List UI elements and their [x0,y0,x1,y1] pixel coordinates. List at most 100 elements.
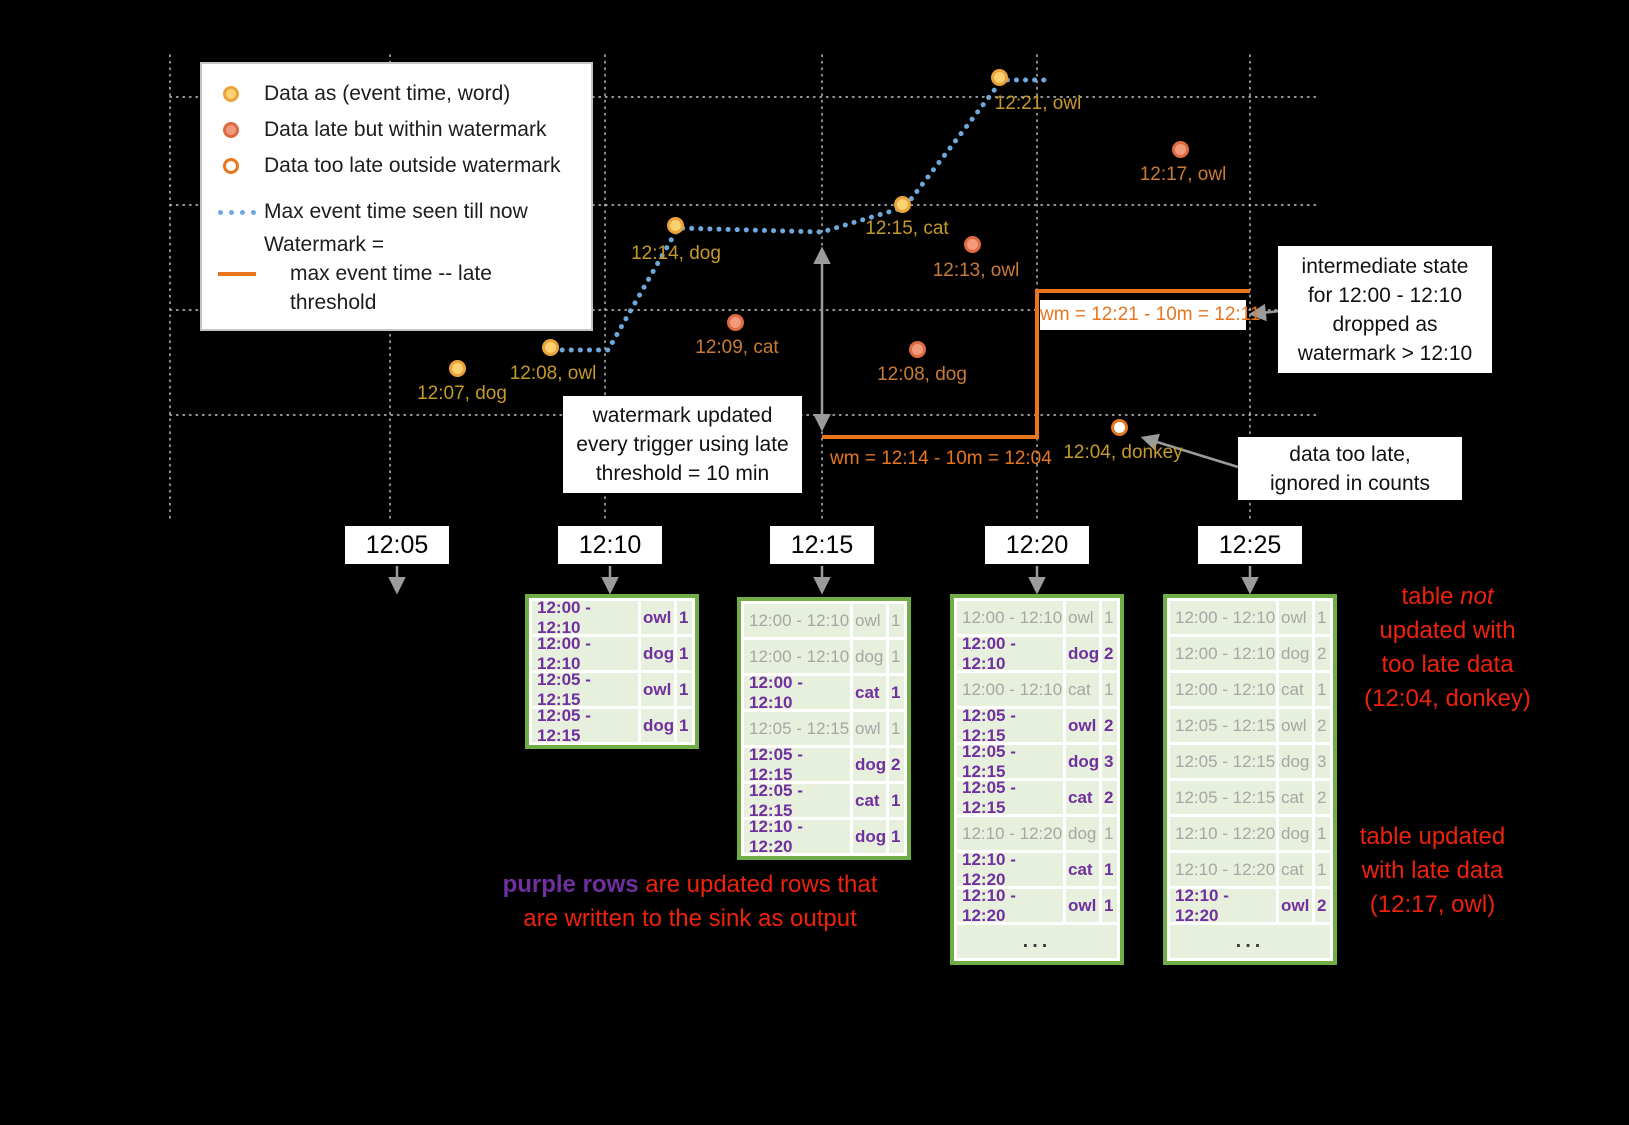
cell-word: dog [1066,637,1099,670]
callout-line: intermediate state [1301,254,1469,278]
cell-count: 1 [677,673,692,706]
cell-window: 12:00 - 12:10 [532,634,638,673]
note-text: (12:17, owl) [1369,891,1496,918]
legend-item-label: max event time -- late threshold [290,262,492,314]
data-point-label: 12:08, owl [509,363,597,384]
cell-word: cat [853,676,886,709]
cell-count: 1 [1315,673,1330,706]
legend-item-label: Data too late outside watermark [264,154,561,177]
cell-count: 2 [1315,709,1330,742]
cell-word: dog [641,709,674,742]
cell-word: cat [1279,781,1312,814]
data-point-label: 12:21, owl [994,93,1082,114]
legend-item-label: Data as (event time, word) [264,82,511,105]
note-text: with late data [1361,857,1504,884]
data-point-12-04-donkey [1111,419,1128,436]
trigger-time-12-25: 12:25 [1198,526,1302,564]
cell-word: dog [1279,817,1312,850]
cell-count: 2 [1315,637,1330,670]
cell-window: 12:10 - 12:20 [957,817,1063,850]
cell-count: 2 [1102,709,1117,742]
legend-item-late: Data late but within watermark [218,112,583,148]
cell-window: 12:00 - 12:10 [1170,637,1276,670]
legend-item-on-time: Data as (event time, word) [218,76,583,112]
cell-word: dog [1066,745,1099,778]
callout-line: data too late, [1289,442,1411,466]
cell-window: 12:10 - 12:20 [1170,886,1276,925]
cell-word: cat [1279,853,1312,886]
cell-word: cat [1066,673,1099,706]
more-rows-indicator: ... [1170,925,1330,958]
callout-line: threshold = 10 min [595,462,770,485]
table-updated-note: table updated with late data (12:17, owl… [1340,820,1525,922]
watermark-line-icon [218,271,264,276]
data-point-label: 12:14, dog [631,243,721,264]
on-time-point-icon [218,86,264,102]
table-not-updated-note: table not updated with too late data (12… [1340,580,1555,716]
cell-word: cat [1066,781,1099,814]
cell-word: dog [641,637,674,670]
data-point-12-15-cat [894,196,911,213]
cell-count: 1 [889,820,904,853]
cell-window: 12:05 - 12:15 [957,706,1063,745]
note-text: too late data [1381,651,1514,678]
cell-window: 12:00 - 12:10 [957,601,1063,634]
cell-count: 2 [1102,781,1117,814]
cell-word: owl [1066,601,1099,634]
cell-count: 1 [1102,889,1117,922]
purple-rows-highlight: purple rows [502,871,639,898]
trigger-time-12-10: 12:10 [558,526,662,564]
cell-window: 12:10 - 12:20 [744,817,850,856]
data-point-12-09-cat [727,314,744,331]
cell-window: 12:05 - 12:15 [1170,709,1276,742]
data-point-label: 12:04, donkey [1063,442,1183,463]
cell-window: 12:00 - 12:10 [957,634,1063,673]
cell-window: 12:10 - 12:20 [1170,817,1276,850]
cell-window: 12:00 - 12:10 [744,604,850,637]
callout-line: watermark > 12:10 [1297,341,1473,365]
legend-item-too-late: Data too late outside watermark [218,148,583,184]
data-point-label: 12:09, cat [695,337,779,358]
cell-count: 2 [1315,889,1330,922]
max-event-time-line-icon [218,209,264,215]
note-text: are updated rows that [638,871,878,898]
cell-word: dog [853,820,886,853]
callout-line: watermark updated [592,404,773,427]
cell-count: 1 [889,784,904,817]
cell-window: 12:05 - 12:15 [744,712,850,745]
data-point-12-13-owl [964,236,981,253]
trigger-callout: watermark updated every trigger using la… [563,396,802,493]
data-point-12-21-owl [991,69,1008,86]
data-point-12-17-owl [1172,141,1189,158]
cell-count: 2 [1315,781,1330,814]
cell-count: 2 [1102,637,1117,670]
max-event-time-line [550,77,1048,353]
cell-count: 3 [1102,745,1117,778]
cell-count: 1 [889,712,904,745]
legend-item-label: Data late but within watermark [264,118,547,141]
data-point-12-07-dog [449,360,466,377]
cell-word: cat [1066,853,1099,886]
trigger-time-12-05: 12:05 [345,526,449,564]
callout-line: for 12:00 - 12:10 [1307,283,1463,307]
cell-word: dog [1279,637,1312,670]
cell-count: 1 [1102,853,1117,886]
cell-count: 1 [1315,601,1330,634]
intermediate-state-callout: intermediate state for 12:00 - 12:10 dro… [1278,246,1492,373]
cell-word: dog [1066,817,1099,850]
cell-window: 12:00 - 12:10 [957,673,1063,706]
